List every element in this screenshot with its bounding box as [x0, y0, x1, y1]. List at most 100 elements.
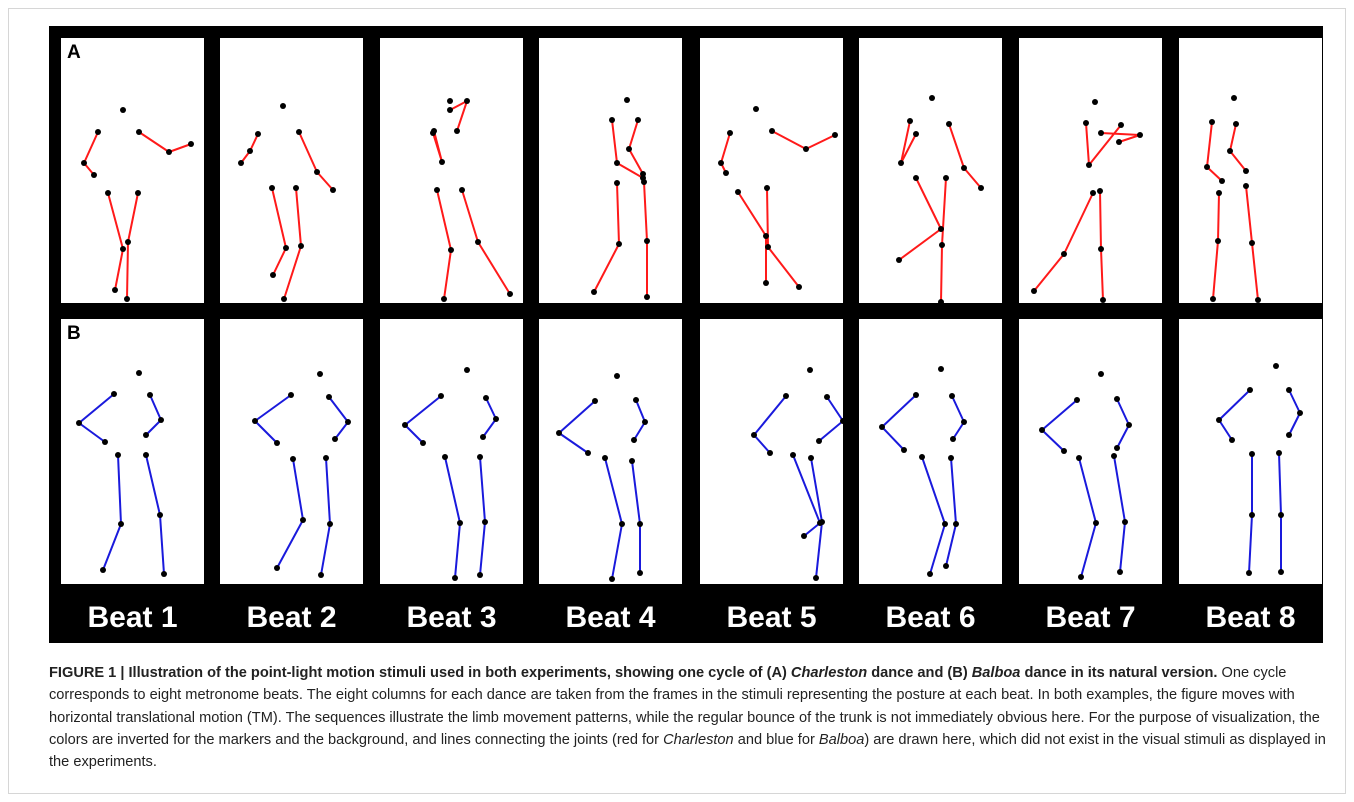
joint-marker: [452, 575, 458, 581]
limb-line: [479, 521, 486, 576]
limb-line: [900, 120, 911, 164]
charleston-figure-beat-3: [380, 38, 523, 303]
limb-line: [1078, 457, 1097, 524]
limb-line: [1248, 514, 1253, 574]
balboa-stick-figure: [402, 367, 499, 581]
joint-marker: [790, 452, 796, 458]
joint-marker: [840, 418, 843, 424]
joint-marker: [642, 419, 648, 425]
limb-line: [1099, 190, 1102, 250]
limb-line: [810, 457, 823, 523]
limb-line: [114, 248, 124, 291]
limb-line: [826, 396, 843, 422]
joint-marker: [161, 571, 167, 577]
joint-marker: [480, 434, 486, 440]
joint-marker: [609, 576, 615, 582]
joint-marker: [1249, 240, 1255, 246]
balboa-stick-figure: [252, 371, 351, 578]
joint-marker: [637, 570, 643, 576]
limb-line: [1118, 134, 1141, 143]
joint-marker: [290, 456, 296, 462]
joint-marker: [91, 172, 97, 178]
limb-line: [1206, 166, 1223, 182]
joint-marker: [1209, 119, 1215, 125]
joint-marker: [439, 159, 445, 165]
balboa-figure-beat-4: [539, 319, 682, 584]
joint-marker: [1255, 297, 1261, 303]
limb-line: [558, 432, 589, 454]
limb-line: [295, 187, 302, 247]
joint-marker: [447, 107, 453, 113]
joint-marker: [1243, 183, 1249, 189]
limb-line: [593, 243, 620, 293]
joint-marker: [270, 272, 276, 278]
limb-line: [272, 247, 287, 276]
charleston-stick-figure: [81, 107, 194, 302]
joint-marker: [1098, 130, 1104, 136]
beat-label: Beat 7: [1045, 601, 1136, 634]
balboa-figure-beat-7: [1019, 319, 1162, 584]
limb-line: [948, 123, 965, 169]
joint-marker: [819, 519, 825, 525]
joint-marker: [1083, 120, 1089, 126]
limb-line: [604, 457, 623, 525]
limb-line: [479, 456, 486, 523]
joint-marker: [143, 432, 149, 438]
joint-marker: [317, 371, 323, 377]
limb-line: [616, 162, 644, 179]
joint-marker: [953, 521, 959, 527]
beat-label: Beat 2: [246, 601, 337, 634]
limb-line: [720, 132, 731, 164]
limb-line: [1116, 398, 1130, 426]
joint-marker: [1278, 512, 1284, 518]
limb-line: [254, 394, 292, 422]
limb-line: [1033, 253, 1065, 292]
joint-marker: [1039, 427, 1045, 433]
joint-marker: [482, 519, 488, 525]
charleston-figure-beat-6: [859, 38, 1002, 303]
joint-marker: [124, 296, 130, 302]
joint-marker: [635, 117, 641, 123]
balboa-figure-beat-6: [859, 319, 1002, 584]
limb-line: [952, 421, 965, 440]
joint-marker: [188, 141, 194, 147]
limb-line: [1217, 192, 1220, 242]
joint-marker: [81, 160, 87, 166]
joint-marker: [727, 130, 733, 136]
limb-line: [117, 454, 122, 525]
balboa-figure-beat-2: [220, 319, 363, 584]
limb-line: [276, 519, 304, 569]
limb-line: [449, 100, 468, 111]
joint-marker: [801, 533, 807, 539]
limb-line: [558, 400, 596, 434]
joint-marker: [644, 238, 650, 244]
joint-marker: [592, 398, 598, 404]
joint-marker: [442, 454, 448, 460]
limb-line: [149, 394, 162, 421]
joint-marker: [115, 452, 121, 458]
joint-marker: [1286, 432, 1292, 438]
limb-line: [628, 119, 639, 150]
joint-marker: [913, 175, 919, 181]
limb-line: [127, 192, 139, 243]
limb-line: [1041, 429, 1065, 452]
joint-marker: [624, 97, 630, 103]
joint-marker: [1093, 520, 1099, 526]
joint-marker: [602, 455, 608, 461]
limb-line: [477, 241, 511, 295]
joint-marker: [281, 296, 287, 302]
limb-line: [145, 454, 161, 516]
joint-marker: [616, 241, 622, 247]
joint-marker: [898, 160, 904, 166]
limb-line: [1088, 124, 1122, 166]
joint-marker: [507, 291, 513, 297]
limb-line: [881, 394, 917, 428]
limb-line: [900, 133, 917, 164]
balboa-figure-beat-3: [380, 319, 523, 584]
joint-marker: [901, 447, 907, 453]
joint-marker: [1097, 188, 1103, 194]
joint-marker: [1116, 139, 1122, 145]
limb-line: [1212, 240, 1219, 300]
